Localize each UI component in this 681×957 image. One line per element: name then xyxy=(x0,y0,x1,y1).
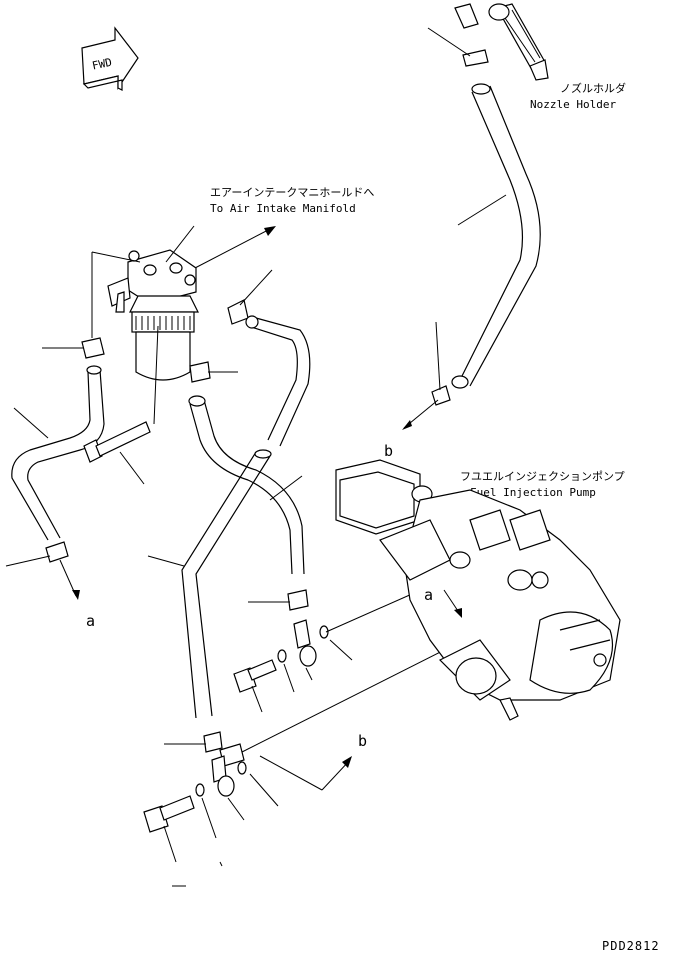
fuel-injection-pump xyxy=(335,459,621,721)
leader-line xyxy=(239,269,273,306)
long-bolt xyxy=(83,421,151,463)
leader-line xyxy=(283,663,295,693)
leader-line xyxy=(119,451,145,485)
fuel-filter xyxy=(107,249,199,381)
leader-line xyxy=(153,325,159,425)
arrow-a-pump-head xyxy=(454,608,462,618)
nozzle-holder xyxy=(454,3,549,81)
fwd-arrow-icon: FWD xyxy=(81,26,139,91)
nozzle-holder-en-label: Nozzle Holder xyxy=(530,98,616,111)
leader-line xyxy=(251,685,263,713)
leader-line xyxy=(219,861,223,867)
leader-line xyxy=(427,27,471,57)
leader-line xyxy=(259,755,323,791)
manifold-arrow-head xyxy=(264,226,276,236)
short-bolt xyxy=(233,659,277,693)
ref-a-pump: a xyxy=(424,586,433,604)
to-manifold-jp-label: エアーインテークマニホールドへ xyxy=(210,186,374,199)
arrow-b-bottom-head xyxy=(342,756,352,768)
leader-line xyxy=(227,797,245,821)
leader-line xyxy=(5,555,51,567)
ref-a-left: a xyxy=(86,612,95,630)
leader-line xyxy=(329,639,353,661)
leader-line xyxy=(457,194,507,226)
ref-b-top: b xyxy=(384,442,393,460)
to-manifold-en-label: To Air Intake Manifold xyxy=(210,202,356,215)
fuel-pump-en-label: Fuel Injection Pump xyxy=(470,486,596,499)
ref-b-bottom: b xyxy=(358,732,367,750)
manifold-arrow-line xyxy=(194,227,273,269)
leader-line xyxy=(201,797,217,839)
leader-line xyxy=(91,251,141,263)
fuel-pump-jp-label: フユエルインジェクションポンプ xyxy=(460,470,625,483)
bottom-bolt xyxy=(143,795,195,833)
leader-line xyxy=(147,555,185,567)
leader-line xyxy=(165,225,195,263)
leader-line xyxy=(163,825,177,863)
leader-line xyxy=(249,773,279,807)
arrow-a-head xyxy=(72,590,80,600)
leader-line xyxy=(269,475,303,501)
fwd-label: FWD xyxy=(91,56,113,73)
drawing-code: PDD2812 xyxy=(602,939,660,953)
leader-line xyxy=(305,667,313,681)
nozzle-holder-jp-label: ノズルホルダ xyxy=(560,81,626,95)
leader-line xyxy=(435,321,441,391)
leader-line xyxy=(13,407,49,439)
arrow-b-head xyxy=(402,420,412,430)
